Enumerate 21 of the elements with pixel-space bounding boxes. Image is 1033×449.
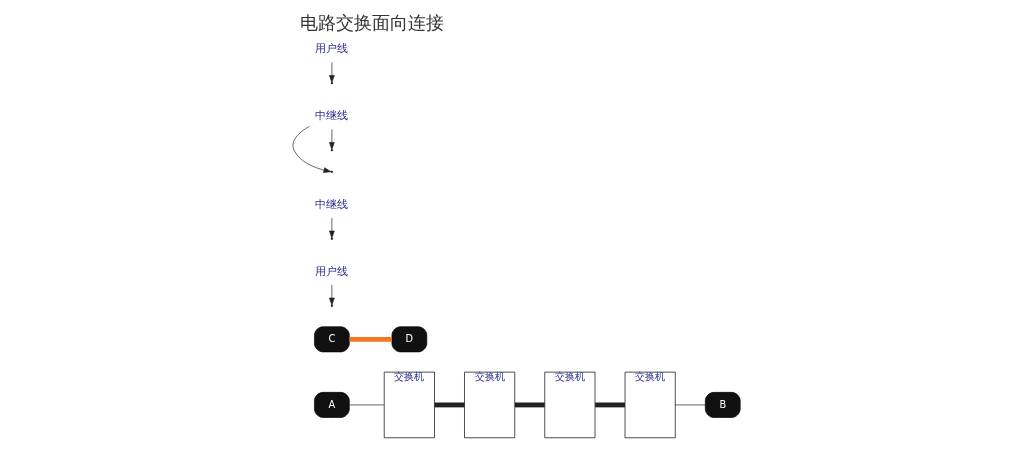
connector (349, 404, 385, 406)
node-box: 交换机 (544, 371, 596, 439)
diagram-title: 电路交换面向连接 (300, 11, 445, 33)
connector (675, 404, 706, 406)
node-box: B (704, 392, 741, 418)
connector (595, 402, 625, 408)
connector (434, 402, 465, 408)
node-box: 交换机 (464, 371, 516, 439)
node-text: 中继线 (315, 109, 349, 123)
node-text: 用户线 (315, 42, 349, 56)
node-box: 交换机 (383, 371, 435, 439)
arrow (329, 217, 335, 239)
connector (514, 402, 545, 408)
node-text: 中继线 (315, 197, 349, 211)
arrow (329, 284, 335, 306)
node-box: C (314, 326, 350, 353)
node-box: D (391, 326, 428, 353)
connector (349, 336, 392, 342)
node-box: 交换机 (624, 371, 676, 439)
node-text: 用户线 (315, 264, 349, 278)
node-box: A (314, 392, 350, 418)
